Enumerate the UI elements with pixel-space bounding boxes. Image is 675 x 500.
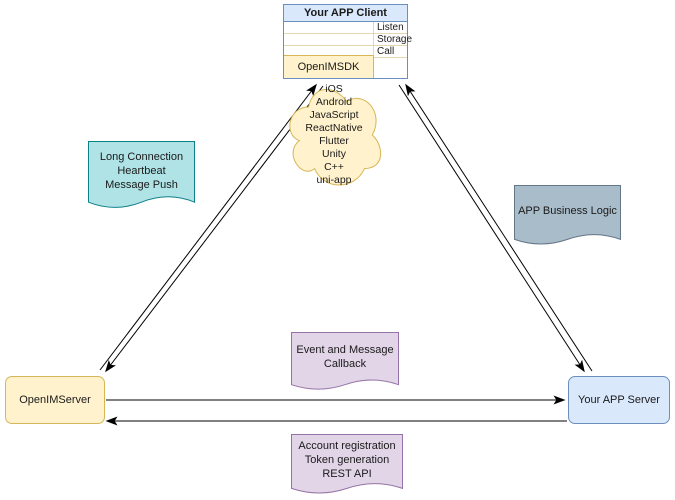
note-line: Token generation [304,454,390,466]
note-line: Callback [323,358,367,370]
platform-item: JavaScript [309,109,359,121]
note-line: Account registration [298,440,396,452]
note-line: APP Business Logic [518,205,617,217]
note-line: Long Connection [99,151,184,163]
note-line: Message Push [105,179,178,191]
document-shape [291,332,399,390]
note-line: REST API [322,468,372,480]
note-text: Long Connection Heartbeat Message Push [88,141,195,213]
cloud-shape [289,88,381,186]
platform-item: uni-app [316,174,352,186]
arrow-openimserver-to-sdk [99,83,317,371]
platform-item: C++ [324,161,344,173]
client-column-divider [373,22,374,78]
note-line: Event and Message [296,344,394,356]
note-long-connection: Long Connection Heartbeat Message Push [88,141,195,213]
openimsdk-node: OpenIMSDK [284,55,374,78]
note-rest-api: Account registration Token generation RE… [291,434,403,498]
client-title: Your APP Client [284,5,407,22]
note-app-business-logic: APP Business Logic [514,185,621,249]
arrow-appserver-to-client [405,83,593,372]
document-shape [291,434,403,494]
openimserver-node: OpenIMServer [5,376,105,424]
platform-list: iOS Android JavaScript ReactNative Flutt… [283,79,385,191]
note-text: Event and Message Callback [291,332,399,394]
platform-item: Unity [322,148,346,160]
arrow-client-to-appserver [398,84,585,373]
note-line: Heartbeat [117,165,166,177]
arrow-sdk-to-openimserver [105,85,324,373]
platform-item: Android [315,96,353,108]
your-app-server-node: Your APP Server [568,376,670,424]
client-node: Your APP Client Listen Storage Call Open… [283,4,412,79]
platform-item: iOS [325,83,343,95]
note-event-callback: Event and Message Callback [291,332,399,394]
note-text: Account registration Token generation RE… [291,434,403,498]
platforms-cloud: iOS Android JavaScript ReactNative Flutt… [283,79,385,191]
document-shape [88,141,195,208]
note-text: APP Business Logic [514,185,621,249]
platform-item: ReactNative [305,122,363,134]
client-interface-storage: Storage [284,34,412,46]
document-shape [514,185,621,245]
client-body: Listen Storage Call OpenIMSDK [284,22,412,78]
platform-item: Flutter [319,135,349,147]
client-interface-listen: Listen [284,22,407,34]
